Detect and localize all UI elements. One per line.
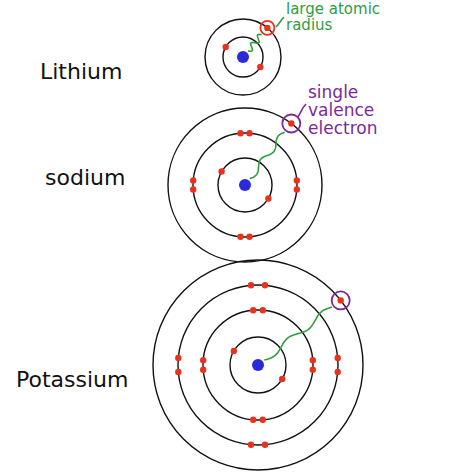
nucleus [252, 359, 264, 371]
electron-shell [168, 108, 322, 262]
radius-line [264, 307, 332, 360]
electron [175, 369, 181, 375]
leader-line [276, 17, 284, 27]
valence-marker [332, 291, 350, 309]
valence-marker [260, 21, 274, 35]
electron [294, 177, 300, 183]
electron-shell [153, 260, 363, 470]
electron [279, 376, 285, 382]
nucleus [237, 51, 249, 63]
electron-shell [205, 19, 281, 95]
callout-note: large atomic radius [286, 2, 404, 34]
electron [248, 442, 254, 448]
electron-shell [230, 337, 286, 393]
radius-line [248, 34, 262, 51]
leader-line [298, 104, 306, 117]
electron [335, 369, 341, 375]
electron [294, 186, 300, 192]
electron [310, 367, 316, 373]
electron [200, 357, 206, 363]
electron [262, 282, 268, 288]
electron [288, 120, 294, 126]
electron [250, 307, 256, 313]
radius-line [250, 132, 285, 178]
electron [335, 355, 341, 361]
electron-shell [218, 158, 272, 212]
electron [260, 417, 266, 423]
element-name: Lithium [40, 60, 122, 83]
electron-shell [193, 133, 297, 237]
valence-marker [282, 115, 300, 133]
electron [190, 177, 196, 183]
electron [262, 442, 268, 448]
electron [237, 234, 243, 240]
callout-note: single valence electron [308, 84, 420, 138]
electron [231, 348, 237, 354]
electron [246, 130, 252, 136]
electron [237, 130, 243, 136]
electron [200, 367, 206, 373]
electron [310, 357, 316, 363]
electron [218, 168, 224, 174]
electron-shell [178, 285, 338, 445]
electron [264, 25, 270, 31]
electron [257, 64, 263, 70]
element-name: Potassium [16, 368, 128, 391]
electron [260, 307, 266, 313]
electron [338, 297, 344, 303]
electron [250, 417, 256, 423]
electron [175, 355, 181, 361]
nucleus [239, 179, 251, 191]
electron [246, 234, 252, 240]
electron [265, 195, 271, 201]
electron [223, 44, 229, 50]
electron [248, 282, 254, 288]
element-name: sodium [45, 166, 125, 189]
electron [190, 186, 196, 192]
electron-shell [203, 310, 313, 420]
